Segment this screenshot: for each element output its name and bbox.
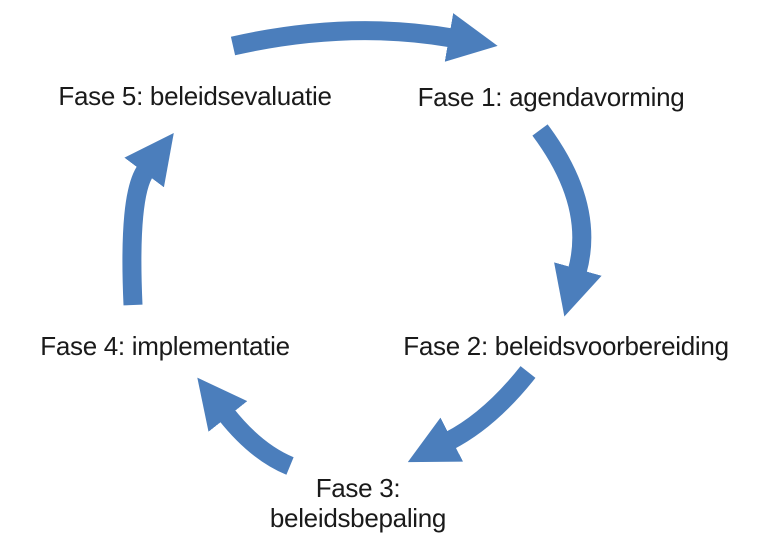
phase-label-fase2: Fase 2: beleidsvoorbereiding — [403, 331, 729, 361]
arrow-fase3-to-fase4-icon — [197, 377, 294, 475]
arrow-fase2-to-fase3-icon — [407, 366, 536, 463]
phase-label-fase5: Fase 5: beleidsevaluatie — [58, 81, 332, 111]
arrow-fase4-to-fase5-icon — [122, 132, 174, 306]
phase-label-fase3: Fase 3: beleidsbepaling — [269, 473, 447, 533]
arrow-fase1-to-fase2-icon — [532, 124, 602, 317]
arrow-fase5-to-fase1-icon — [230, 13, 498, 62]
phase-label-fase3-line2: beleidsbepaling — [269, 503, 447, 533]
phase-label-fase4: Fase 4: implementatie — [40, 331, 290, 361]
phase-label-fase1: Fase 1: agendavorming — [417, 82, 685, 112]
phase-label-fase3-line1: Fase 3: — [315, 473, 401, 503]
